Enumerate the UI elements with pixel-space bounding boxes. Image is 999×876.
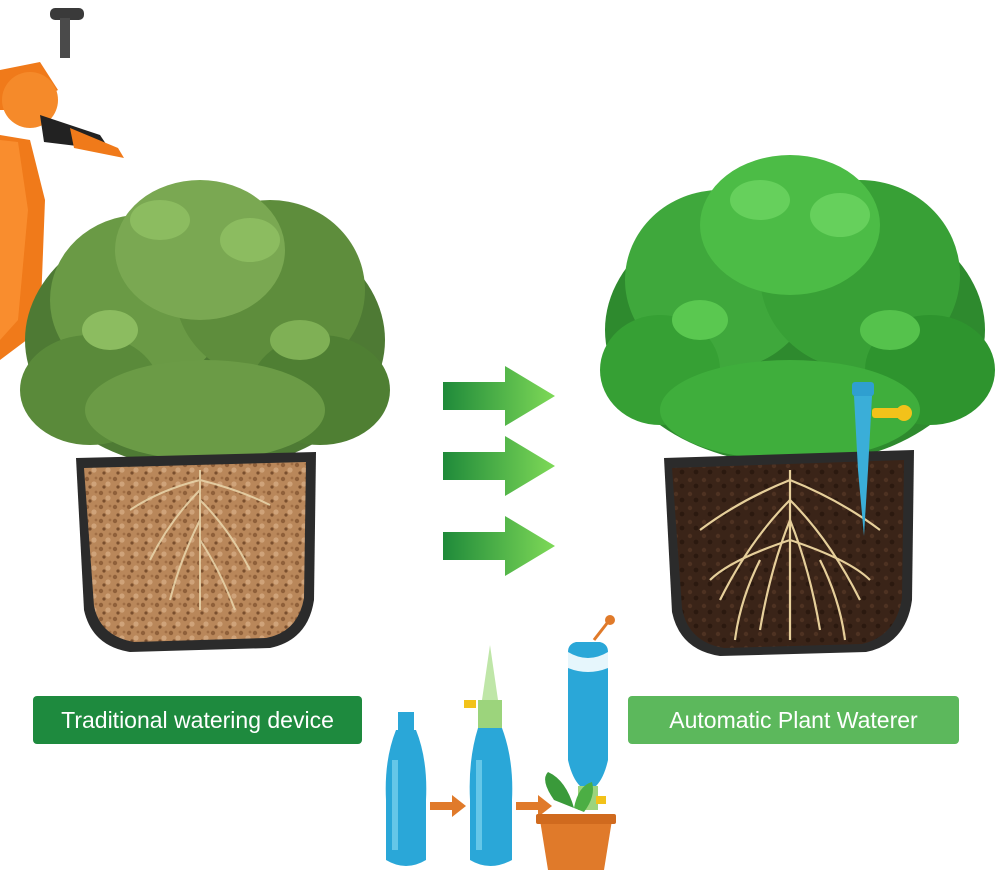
right-arrow-icon: [443, 366, 555, 426]
dry-roots: [129, 470, 271, 611]
small-potted-plant: [536, 772, 616, 870]
watering-spike-icon: [852, 382, 912, 536]
left-pot: [76, 452, 316, 652]
automatic-waterer-label: Automatic Plant Waterer: [628, 696, 959, 744]
traditional-watering-label: Traditional watering device: [33, 696, 362, 744]
inverted-bottle-with-spike: [568, 615, 615, 810]
water-bottle-icon: [464, 645, 513, 866]
right-plant: [600, 155, 995, 465]
right-arrow-icon: [443, 516, 555, 576]
right-arrow-icon: [443, 436, 555, 496]
left-plant: [20, 180, 390, 470]
healthy-roots: [699, 470, 881, 641]
flow-arrow: [516, 795, 552, 817]
water-bottle-icon: [385, 712, 427, 866]
flow-arrow: [430, 795, 466, 817]
right-pot: [664, 450, 914, 656]
